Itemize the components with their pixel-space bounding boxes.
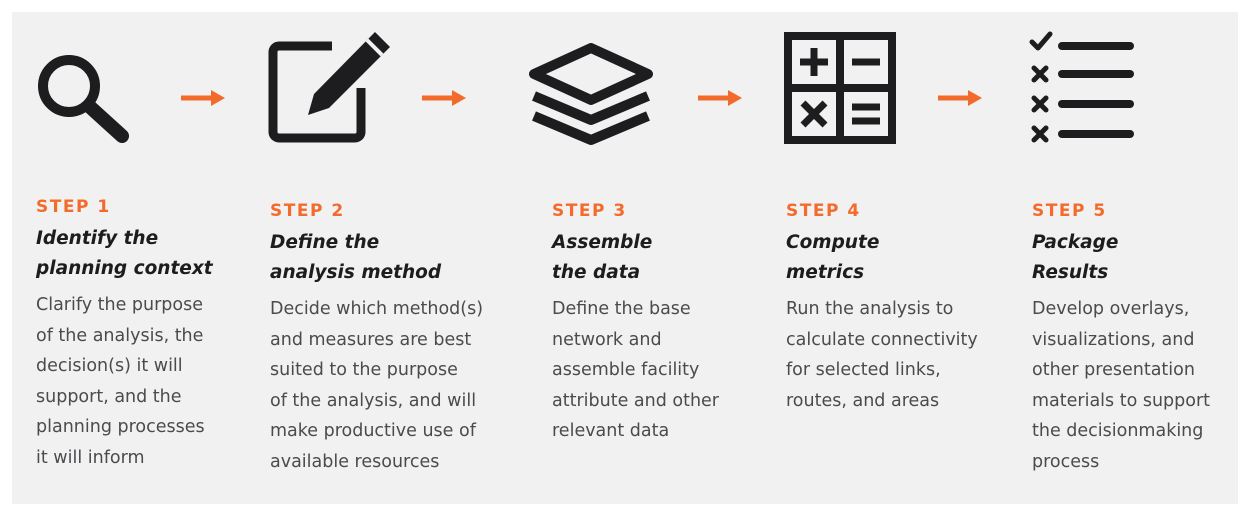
step-title: Define the analysis method	[270, 232, 442, 283]
step-2: STEP 2 Define the analysis method Decide…	[270, 200, 520, 477]
step-description: Clarify the purpose of the analysis, the…	[36, 295, 205, 468]
step-1: STEP 1 Identify the planning context Cla…	[36, 196, 246, 473]
step-title: Identify the planning context	[36, 228, 213, 279]
step-title: Package Results	[1032, 232, 1119, 283]
step-description: Decide which method(s) and measures are …	[270, 299, 484, 472]
step-label: STEP 3	[552, 201, 627, 221]
layers-icon	[529, 43, 653, 145]
step-description: Define the base network and assemble fac…	[552, 299, 720, 441]
step-title: Assemble the data	[552, 232, 653, 283]
step-3: STEP 3 Assemble the data Define the base…	[552, 200, 762, 447]
step-label: STEP 1	[36, 197, 111, 217]
step-description: Run the analysis to calculate connectivi…	[786, 299, 978, 411]
step-label: STEP 4	[786, 201, 861, 221]
step-4: STEP 4 Compute metrics Run the analysis …	[786, 200, 1011, 416]
step-label: STEP 2	[270, 201, 345, 221]
arrow-right-icon	[938, 90, 982, 106]
magnifying-glass-icon	[38, 55, 129, 143]
calculator-icon	[784, 32, 896, 144]
step-5: STEP 5 Package Results Develop overlays,…	[1032, 200, 1237, 477]
step-description: Develop overlays, visualizations, and ot…	[1032, 299, 1211, 472]
step-title: Compute metrics	[786, 232, 880, 283]
step-label: STEP 5	[1032, 201, 1107, 221]
arrow-right-icon	[698, 90, 742, 106]
arrow-right-icon	[422, 90, 466, 106]
edit-pencil-icon	[268, 32, 390, 143]
checklist-icon	[1029, 31, 1134, 143]
arrow-right-icon	[181, 90, 225, 106]
